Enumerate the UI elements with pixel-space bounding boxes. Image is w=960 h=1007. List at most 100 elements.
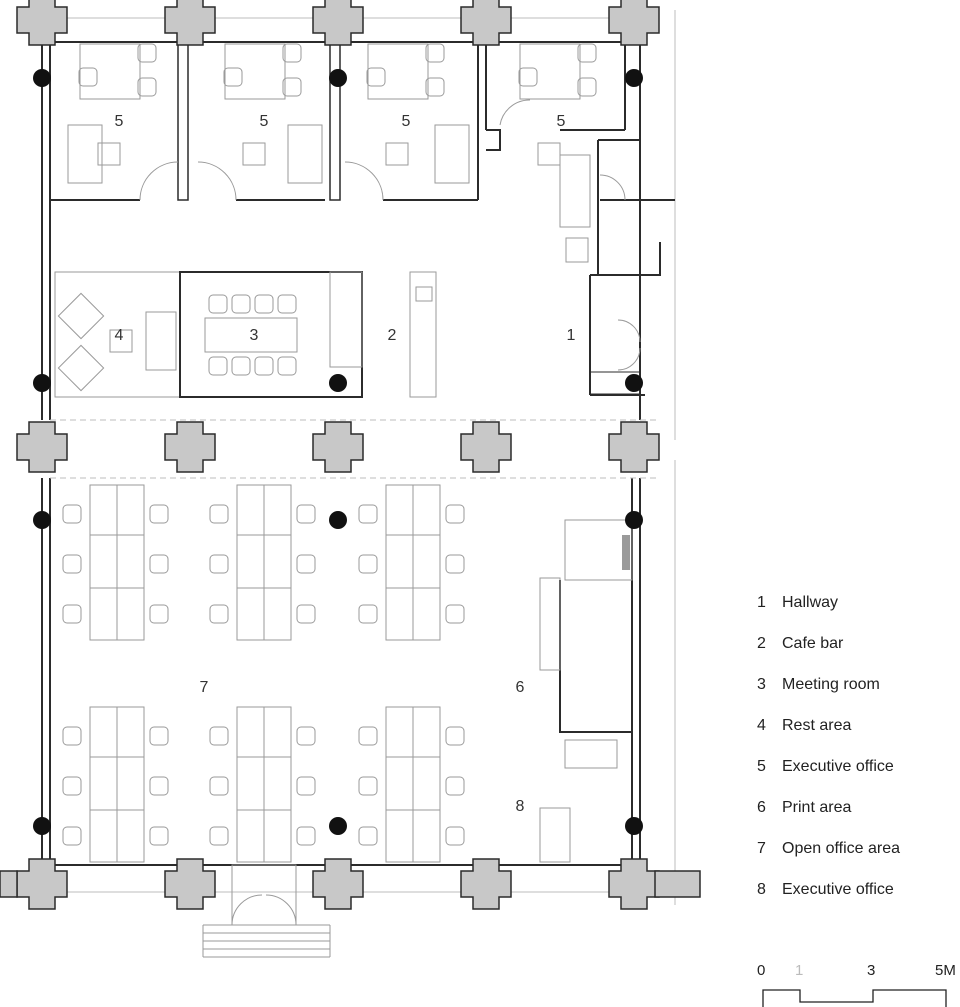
chair <box>296 776 316 796</box>
legend-label: Executive office <box>782 758 894 775</box>
structural-column <box>16 0 68 46</box>
chair <box>445 504 465 524</box>
meeting-room <box>179 271 363 398</box>
structural-column <box>460 421 512 473</box>
round-pillar <box>625 374 643 392</box>
chair <box>296 504 316 524</box>
chair <box>277 356 297 376</box>
legend-label: Hallway <box>782 594 839 611</box>
chair <box>425 77 445 97</box>
chair <box>209 826 229 846</box>
chair <box>254 294 274 314</box>
round-pillar <box>329 374 347 392</box>
office-desk <box>367 43 429 100</box>
structural-column <box>16 421 68 473</box>
round-pillars <box>33 69 643 835</box>
chair <box>366 67 386 87</box>
label-meeting-room: 3 <box>250 327 259 344</box>
legend-number: 8 <box>757 881 766 898</box>
side-table <box>385 142 409 166</box>
structural-column <box>608 858 660 910</box>
round-pillar <box>329 69 347 87</box>
round-pillar <box>33 817 51 835</box>
chair <box>425 43 445 63</box>
round-pillar <box>625 817 643 835</box>
chair <box>62 554 82 574</box>
structural-column <box>608 421 660 473</box>
legend-number: 3 <box>757 676 766 693</box>
chair <box>358 726 378 746</box>
label-executive-office-d: 5 <box>557 113 566 130</box>
chair <box>358 504 378 524</box>
chair <box>518 67 538 87</box>
chair <box>78 67 98 87</box>
chair <box>358 604 378 624</box>
label-cafe-bar: 2 <box>388 327 397 344</box>
legend-number: 6 <box>757 799 766 816</box>
legend-number: 2 <box>757 635 766 652</box>
office-desk <box>79 43 141 100</box>
structural-column <box>608 0 660 46</box>
legend-label: Cafe bar <box>782 635 844 652</box>
chair <box>445 776 465 796</box>
scale-bar-line <box>762 989 947 1007</box>
room-labels: 1 2 3 4 5 5 5 5 6 7 8 <box>115 113 576 815</box>
chair <box>282 43 302 63</box>
structural-columns <box>0 0 701 910</box>
chair <box>296 604 316 624</box>
office-desk <box>224 43 286 100</box>
chair <box>209 726 229 746</box>
chair <box>149 604 169 624</box>
label-executive-office-a: 5 <box>115 113 124 130</box>
chair <box>445 726 465 746</box>
legend-item: 3 Meeting room <box>757 676 957 717</box>
chair <box>231 356 251 376</box>
label-executive-office-c: 5 <box>402 113 411 130</box>
legend-label: Meeting room <box>782 676 880 693</box>
chair <box>62 604 82 624</box>
structural-column <box>164 0 216 46</box>
chair <box>209 604 229 624</box>
rest-area <box>54 271 181 398</box>
chair <box>296 554 316 574</box>
round-pillar <box>329 511 347 529</box>
chair <box>209 554 229 574</box>
legend-number: 7 <box>757 840 766 857</box>
scale-tick-0: 0 <box>757 962 766 979</box>
scale-tick-5: 5M <box>935 962 956 979</box>
chair <box>358 776 378 796</box>
legend-label: Executive office <box>782 881 894 898</box>
chair <box>254 356 274 376</box>
chair <box>445 826 465 846</box>
structural-column <box>164 421 216 473</box>
chair <box>208 294 228 314</box>
structural-column <box>312 421 364 473</box>
round-pillar <box>33 69 51 87</box>
round-pillar <box>33 374 51 392</box>
side-table <box>97 142 121 166</box>
chair <box>62 726 82 746</box>
chair <box>231 294 251 314</box>
sofa <box>287 124 323 184</box>
chair <box>277 294 297 314</box>
chair <box>149 554 169 574</box>
label-executive-office-b: 5 <box>260 113 269 130</box>
chair <box>149 776 169 796</box>
chair <box>577 43 597 63</box>
structural-column <box>460 0 512 46</box>
label-print-area: 6 <box>516 679 525 696</box>
entrance-steps <box>202 864 331 958</box>
chair <box>358 826 378 846</box>
sofa <box>434 124 470 184</box>
cafe-bar-counter <box>409 271 437 398</box>
chair <box>62 826 82 846</box>
label-hallway: 1 <box>567 327 576 344</box>
label-rest-area: 4 <box>115 327 124 344</box>
side-table <box>242 142 266 166</box>
legend-label: Rest area <box>782 717 852 734</box>
structural-column <box>460 858 512 910</box>
chair <box>296 726 316 746</box>
